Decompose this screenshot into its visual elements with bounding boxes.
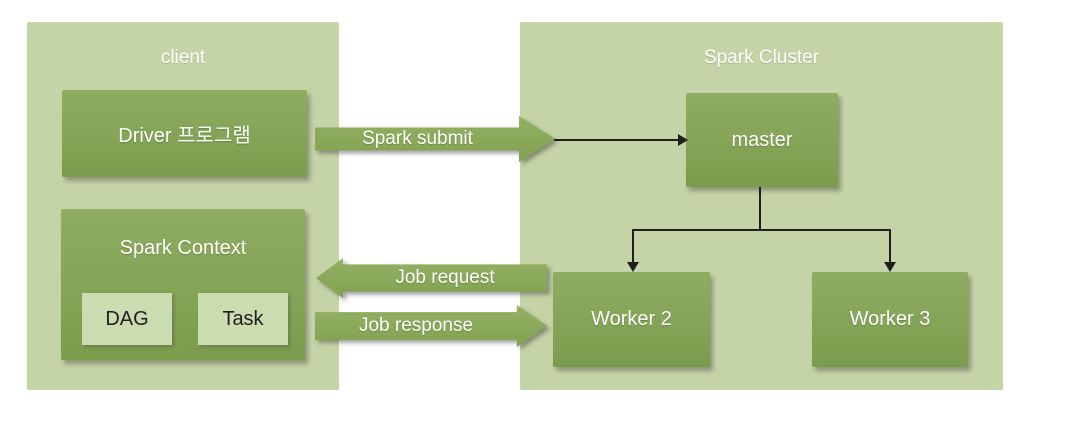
- worker2-node: Worker 2: [553, 272, 710, 367]
- arrowhead-down-worker2-icon: [627, 262, 639, 272]
- master-node: master: [686, 93, 838, 187]
- master-label: master: [731, 128, 793, 151]
- job-response-arrow: Job response: [315, 305, 547, 347]
- task-label: Task: [222, 307, 264, 330]
- spark-submit-arrow-shape: Spark submit: [315, 116, 555, 162]
- worker2-label: Worker 2: [591, 308, 672, 330]
- dag-node: DAG: [82, 293, 172, 345]
- job-request-label: Job request: [395, 267, 495, 288]
- worker3-label: Worker 3: [849, 308, 931, 330]
- task-node: Task: [198, 293, 288, 345]
- job-request-arrow-shape: Job request: [316, 258, 547, 298]
- spark-cluster-panel-title: Spark Cluster: [703, 47, 820, 68]
- job-request-arrow: Job request: [316, 258, 547, 298]
- master-down-line: [759, 187, 761, 230]
- driver-program-node: Driver 프로그램: [62, 90, 307, 177]
- job-response-arrow-shape: Job response: [315, 305, 547, 347]
- spark-submit-label: Spark submit: [362, 128, 473, 149]
- worker3-node: Worker 3: [812, 272, 968, 367]
- branch-to-worker3-line: [889, 229, 891, 264]
- branch-to-worker2-line: [632, 229, 634, 264]
- submit-to-master-line: [554, 139, 678, 141]
- driver-program-label: Driver 프로그램: [118, 125, 251, 147]
- spark-context-label: Spark Context: [119, 237, 247, 259]
- spark-context-node: Spark Context DAG Task: [61, 209, 305, 360]
- arrowhead-down-worker3-icon: [884, 262, 896, 272]
- job-response-label: Job response: [358, 315, 474, 336]
- spark-submit-arrow: Spark submit: [315, 116, 555, 162]
- dag-label: DAG: [105, 307, 149, 330]
- master-to-workers-branch-line: [632, 229, 890, 231]
- client-panel-title: client: [160, 47, 206, 68]
- arrowhead-right-icon: [678, 134, 688, 146]
